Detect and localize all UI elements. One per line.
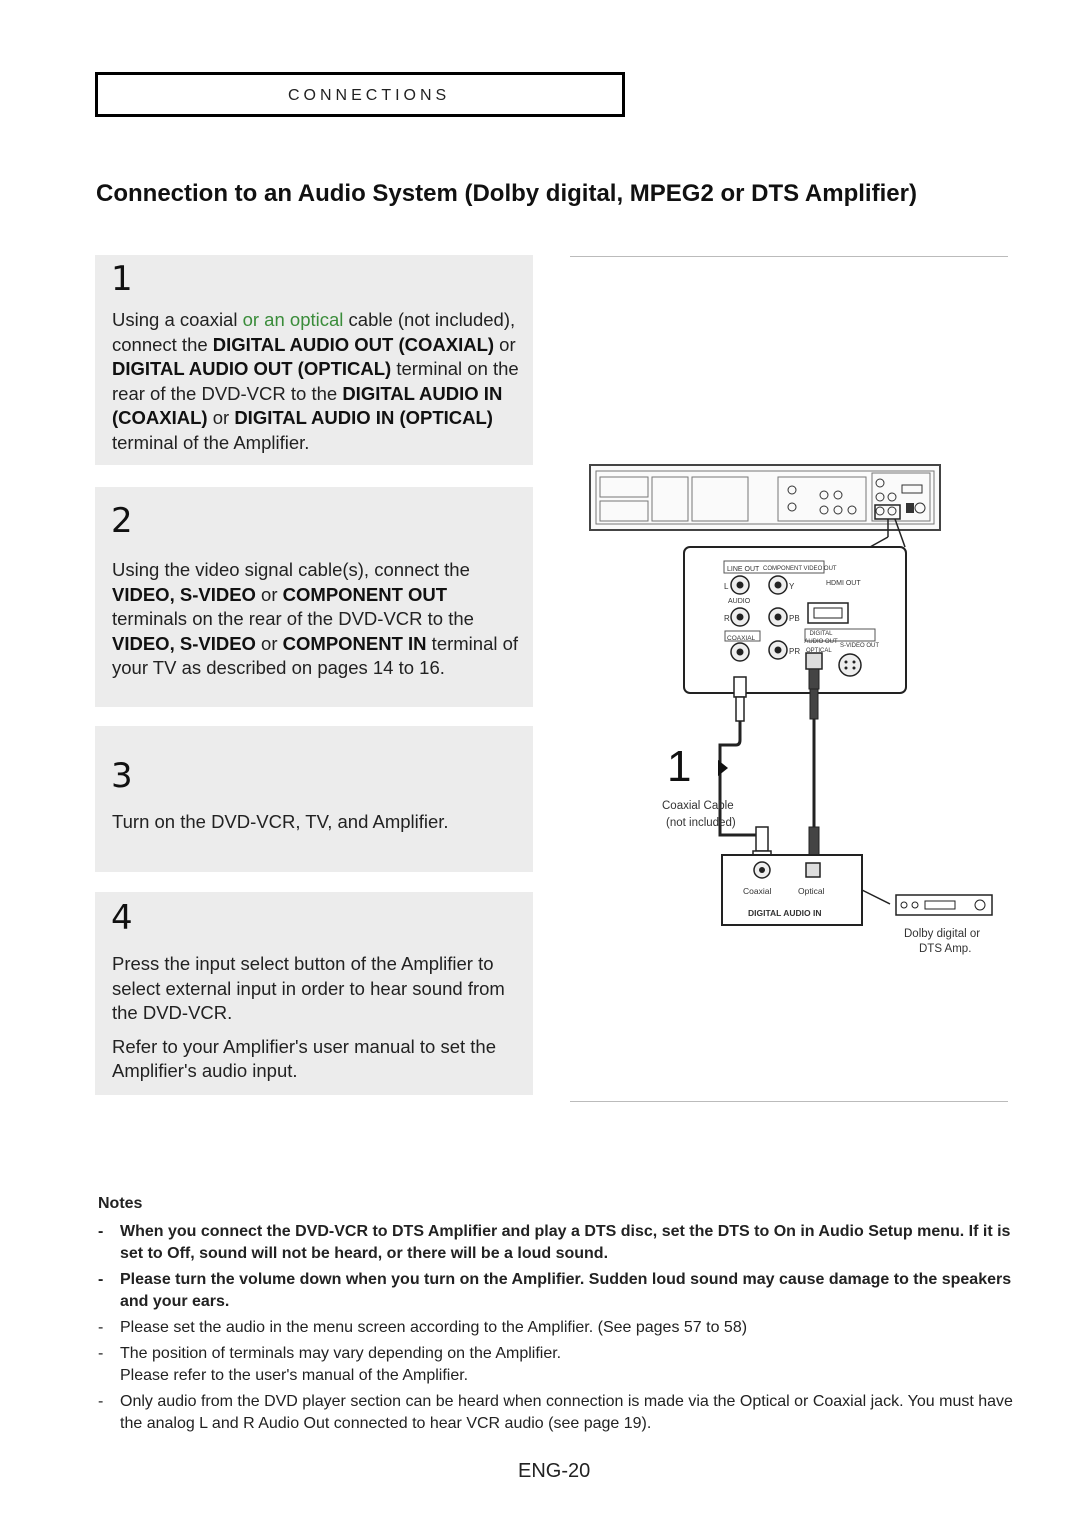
step-2-box: 2 Using the video signal cable(s), conne… — [95, 487, 533, 707]
note-item: -Please turn the volume down when you tu… — [98, 1271, 1012, 1310]
divider-top — [570, 256, 1008, 257]
step-text: Turn on the DVD-VCR, TV, and Amplifier. — [112, 811, 449, 832]
hdmi-out-label: HDMI OUT — [826, 580, 861, 587]
line-out-label: LINE OUT — [727, 566, 760, 573]
amp-label-line2: DTS Amp. — [919, 943, 972, 955]
coaxial-cable-label: Coaxial Cable — [662, 800, 734, 812]
note-item: -Only audio from the DVD player section … — [98, 1393, 1013, 1432]
coaxial-port-label: COAXIAL — [727, 635, 756, 642]
audio-label: AUDIO — [728, 598, 751, 605]
note-item: -Please set the audio in the menu screen… — [98, 1319, 748, 1336]
component-video-out-label: COMPONENT VIDEO OUT — [763, 566, 837, 572]
amp-label-line1: Dolby digital or — [904, 928, 981, 940]
step-1-marker: 1 — [667, 742, 692, 791]
step-3-box: 3 Turn on the DVD-VCR, TV, and Amplifier… — [95, 726, 533, 872]
dvd-vcr-rear-panel — [589, 464, 941, 531]
digital-audio-in-label: DIGITAL AUDIO IN — [748, 908, 822, 918]
not-included-label: (not included) — [666, 817, 736, 829]
step-number: 2 — [111, 501, 133, 541]
note-item: -When you connect the DVD-VCR to DTS Amp… — [98, 1223, 1011, 1262]
notes-header: Notes — [98, 1195, 143, 1212]
optical-in-label: Optical — [798, 886, 825, 896]
s-video-out-label: S-VIDEO OUT — [840, 643, 880, 649]
step-number: 1 — [111, 259, 133, 299]
component-pr-label: PR — [789, 647, 801, 656]
section-header-box: CONNECTIONS — [95, 72, 625, 117]
audio-r-label: R — [724, 614, 730, 623]
component-y-label: Y — [789, 582, 795, 591]
notes-section: Notes -When you connect the DVD-VCR to D… — [98, 1193, 1013, 1439]
divider-bottom — [570, 1101, 1008, 1102]
audio-l-label: L — [724, 582, 729, 591]
note-item: -The position of terminals may vary depe… — [98, 1345, 562, 1384]
section-label: CONNECTIONS — [288, 87, 451, 104]
optical-port-label: OPTICAL — [806, 648, 832, 654]
page-number: ENG-20 — [518, 1460, 591, 1482]
component-pb-label: PB — [789, 614, 800, 623]
digital-audio-out-label: DIGITAL AUDIO OUT — [804, 631, 838, 645]
step-number: 3 — [111, 756, 133, 796]
step-1-box: 1 Using a coaxial or an optical cable (n… — [95, 255, 533, 465]
step-text: Press the input select button of the Amp… — [112, 953, 505, 1081]
step-4-box: 4 Press the input select button of the A… — [95, 892, 533, 1095]
page-title: Connection to an Audio System (Dolby dig… — [96, 180, 917, 207]
step-text: Using a coaxial or an optical cable (not… — [112, 309, 519, 453]
step-text: Using the video signal cable(s), connect… — [112, 559, 519, 678]
connection-diagram: LINE OUT COMPONENT VIDEO OUT HDMI OUT L … — [570, 455, 1010, 975]
step-number: 4 — [111, 898, 133, 938]
coaxial-in-label: Coaxial — [743, 886, 772, 896]
